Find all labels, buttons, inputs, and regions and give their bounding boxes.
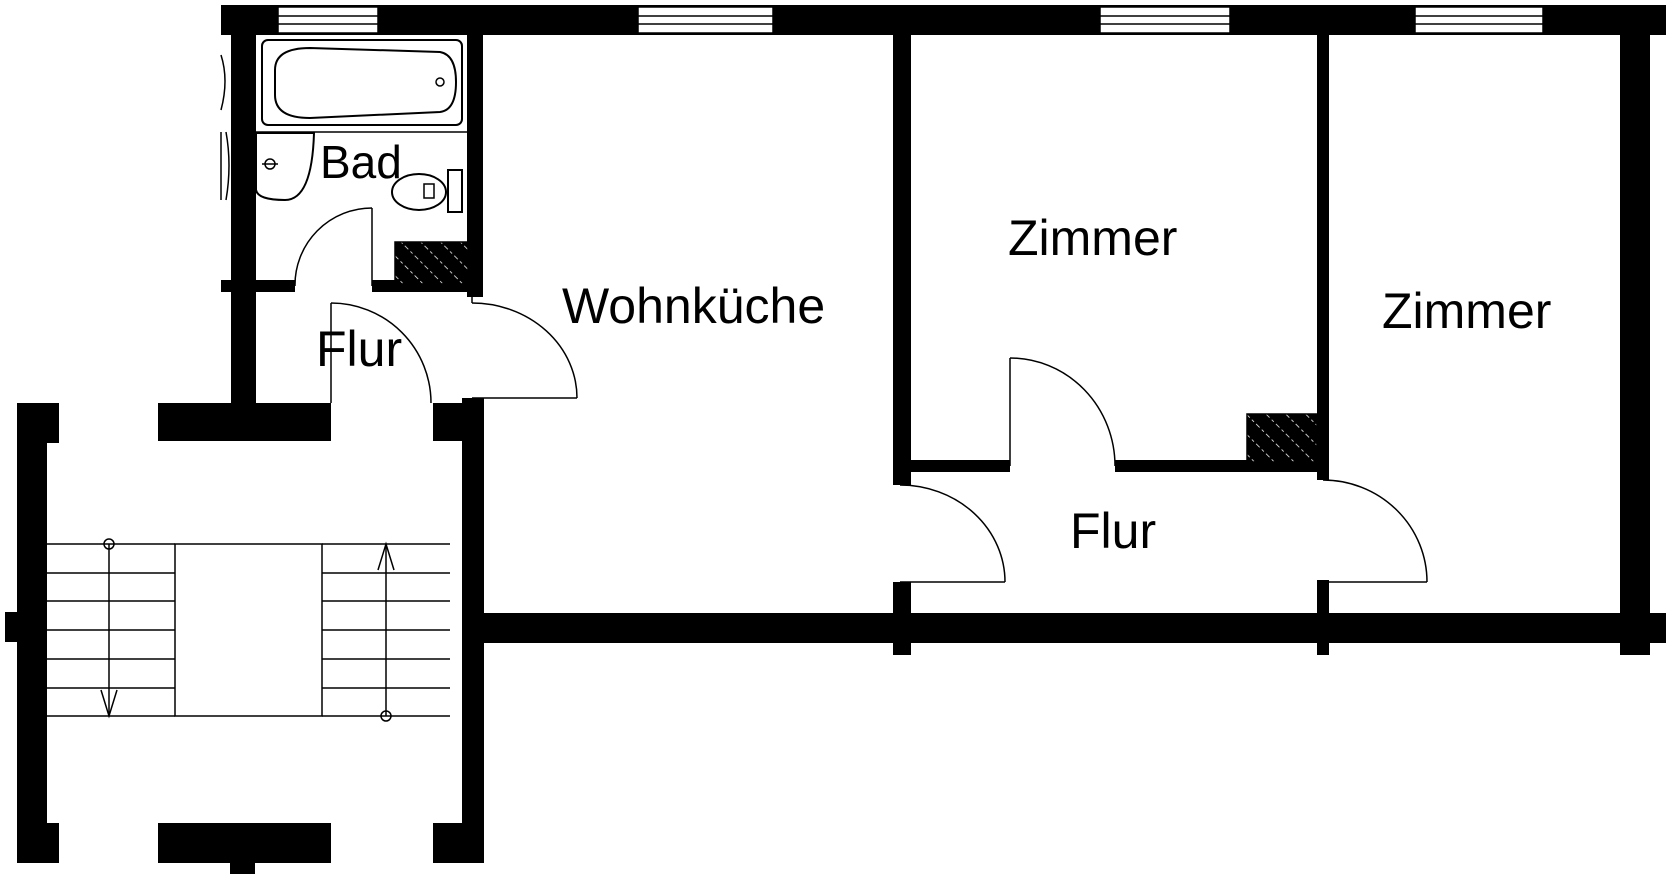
stair-wall-bottom-stub <box>230 855 255 874</box>
stair-wall-left-bottom <box>17 823 59 863</box>
room-label-room-right: Zimmer <box>1382 283 1551 339</box>
chimney-bath <box>394 241 469 285</box>
window-4 <box>1414 6 1544 34</box>
room-label-hall-left: Flur <box>316 321 402 377</box>
stair-flight-right <box>322 541 450 722</box>
wall-right <box>1620 5 1650 655</box>
door-entrance <box>330 302 432 404</box>
window-3 <box>1099 6 1231 34</box>
room-label-hall-right: Flur <box>1070 503 1156 559</box>
wall-room-room-lower <box>1317 580 1329 615</box>
stair-flight-left <box>47 538 175 719</box>
stair-wall-left-stub <box>5 612 17 642</box>
window-1 <box>277 6 379 34</box>
wall-left-bath-lower <box>231 35 256 410</box>
wall-right-stub <box>1650 613 1666 643</box>
room-label-living-kitchen: Wohnküche <box>562 278 825 334</box>
chimney-room <box>1246 413 1318 463</box>
stair-wall-right-bottom <box>433 823 473 863</box>
doors <box>294 207 1428 583</box>
wall-bath-kitchen <box>467 35 483 297</box>
room-label-bath: Bad <box>320 136 402 188</box>
door-kitchen <box>471 297 578 399</box>
toilet <box>391 169 463 213</box>
wall-left-bath <box>221 5 231 35</box>
door-flur-kitchen <box>899 484 1006 583</box>
door-room-middle <box>1009 357 1116 467</box>
wall-kitchen-west <box>462 398 484 863</box>
wall-stair-top-left <box>158 403 331 441</box>
bath-fixtures <box>220 39 467 213</box>
wall-bottom <box>470 613 1650 643</box>
stair-wall-left-cap <box>17 403 59 443</box>
wall-kitchen-room <box>893 35 911 485</box>
wall-stair-top-right <box>433 403 473 441</box>
wall-room-room <box>1317 35 1329 480</box>
washbasin <box>255 132 316 202</box>
window-2 <box>637 6 774 34</box>
windows <box>277 6 1544 34</box>
wall-bath-bottom-left <box>221 280 295 292</box>
stairwell <box>5 403 473 874</box>
door-room-right <box>1322 479 1428 583</box>
stair-eye <box>174 543 323 717</box>
door-bath <box>294 207 373 287</box>
wall-room-bottom-left <box>900 460 1010 472</box>
wall-kitchen-room-lower <box>893 582 911 617</box>
room-label-room-middle: Zimmer <box>1008 210 1177 266</box>
wall-room-bottom-right <box>1115 460 1325 472</box>
bathtub <box>261 39 463 126</box>
stair-wall-left <box>17 403 47 863</box>
